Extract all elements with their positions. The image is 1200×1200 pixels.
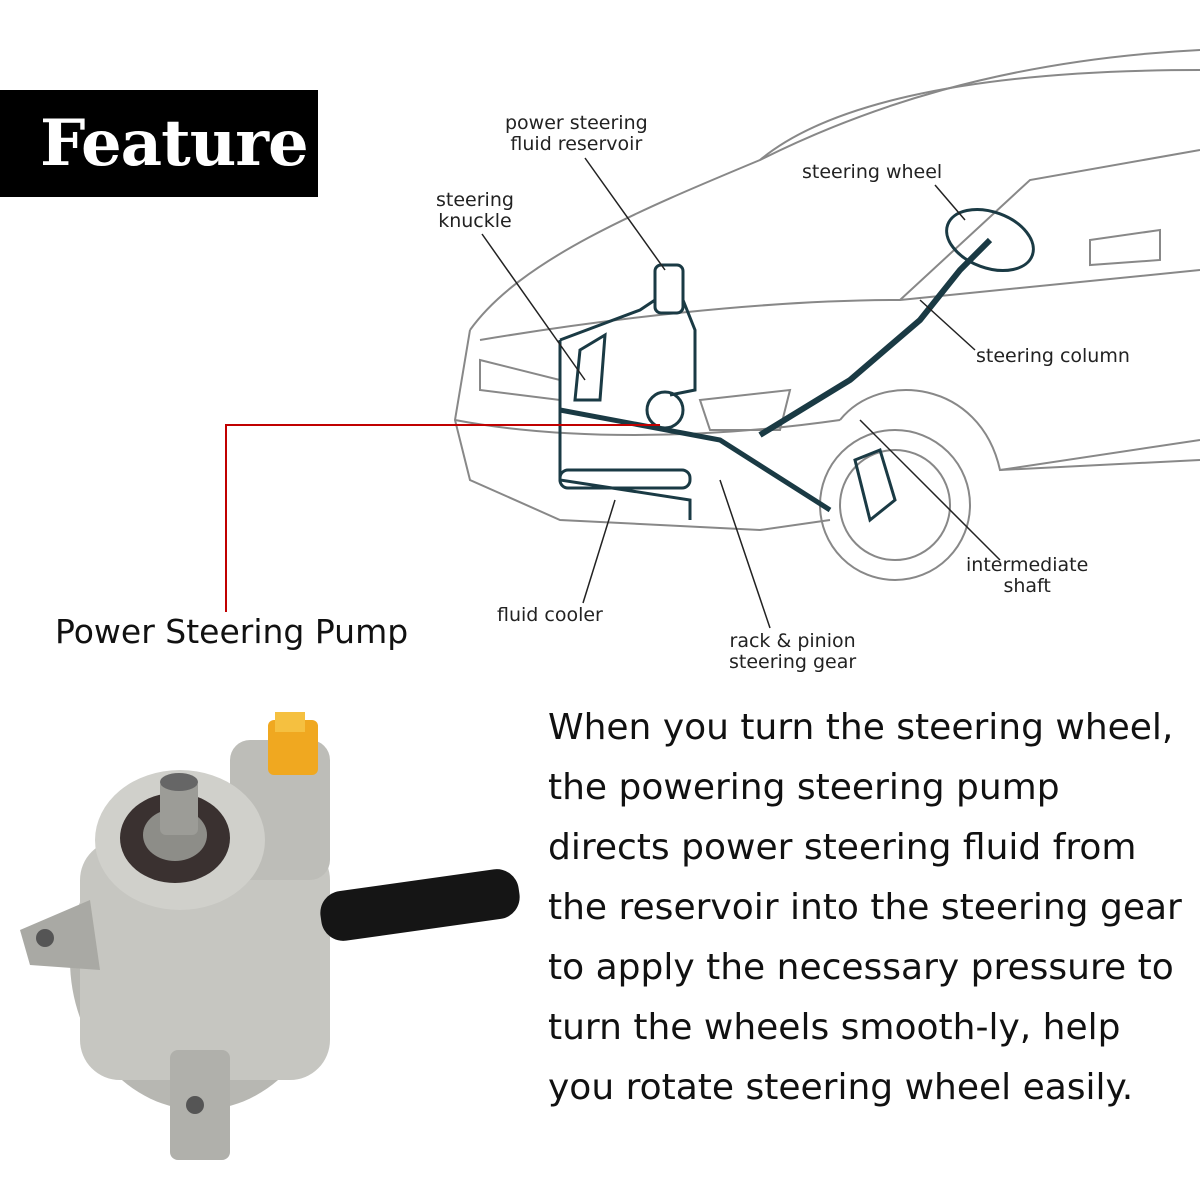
label-steering-knuckle: steering knuckle xyxy=(436,189,514,232)
label-fluid-reservoir: power steering fluid reservoir xyxy=(505,112,648,155)
steering-system xyxy=(558,208,1035,523)
fluid-cooler-shape xyxy=(558,468,692,490)
power-steering-pump-label: Power Steering Pump xyxy=(55,612,409,651)
car-outline xyxy=(453,49,1200,581)
label-fluid-cooler: fluid cooler xyxy=(497,604,603,626)
pump-shape xyxy=(645,390,685,430)
feature-title: Feature xyxy=(0,90,318,197)
label-intermediate-shaft: intermediate shaft xyxy=(966,554,1089,597)
feature-description: When you turn the steering wheel, the po… xyxy=(548,707,1182,1108)
knuckle-shape xyxy=(573,332,607,402)
power-steering-pump-image xyxy=(20,712,520,1160)
label-steering-column: steering column xyxy=(976,345,1130,367)
steering-wheel-shape xyxy=(945,208,1035,272)
reservoir-shape xyxy=(653,263,685,315)
label-steering-wheel: steering wheel xyxy=(802,161,943,183)
pump-callout-line xyxy=(225,424,660,612)
leader-lines xyxy=(481,157,1001,629)
label-rack-pinion: rack & pinion steering gear xyxy=(729,630,857,673)
